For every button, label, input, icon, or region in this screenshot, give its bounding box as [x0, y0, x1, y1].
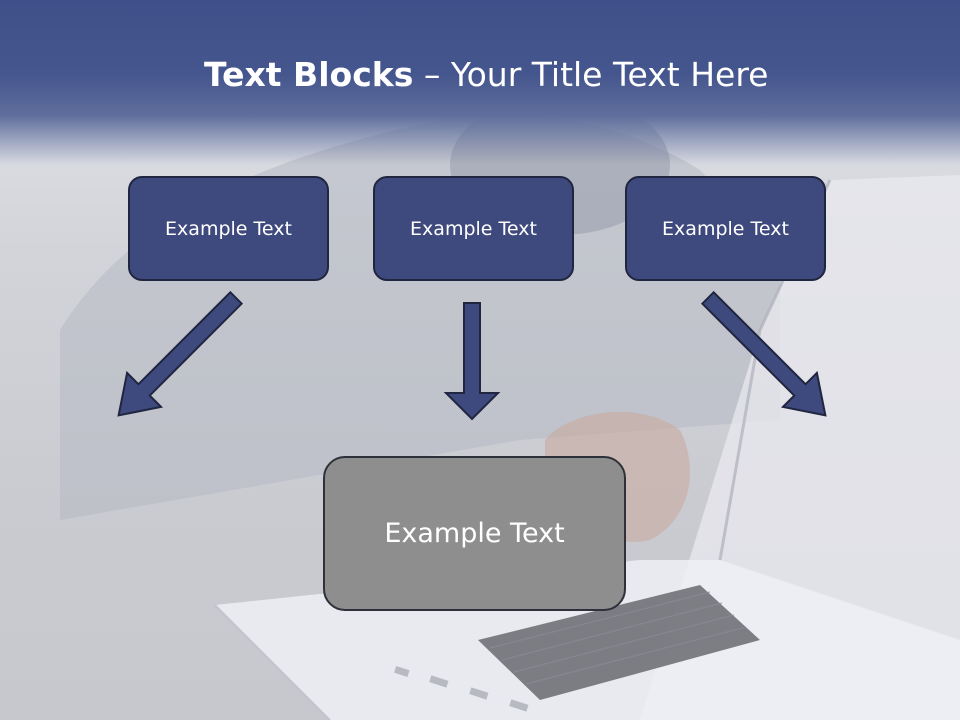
text-block-2: Example Text — [373, 176, 574, 281]
text-block-1: Example Text — [128, 176, 329, 281]
text-block-3: Example Text — [625, 176, 826, 281]
text-block-1-label: Example Text — [165, 217, 292, 240]
title-bold-part: Text Blocks — [204, 55, 414, 94]
main-text-block: Example Text — [323, 456, 626, 611]
text-block-2-label: Example Text — [410, 217, 537, 240]
slide-title: Text Blocks – Your Title Text Here — [204, 55, 768, 94]
main-text-block-label: Example Text — [384, 518, 565, 549]
text-block-3-label: Example Text — [662, 217, 789, 240]
title-dash: – — [413, 55, 451, 94]
header-band — [0, 0, 960, 165]
title-rest-part: Your Title Text Here — [450, 55, 769, 94]
